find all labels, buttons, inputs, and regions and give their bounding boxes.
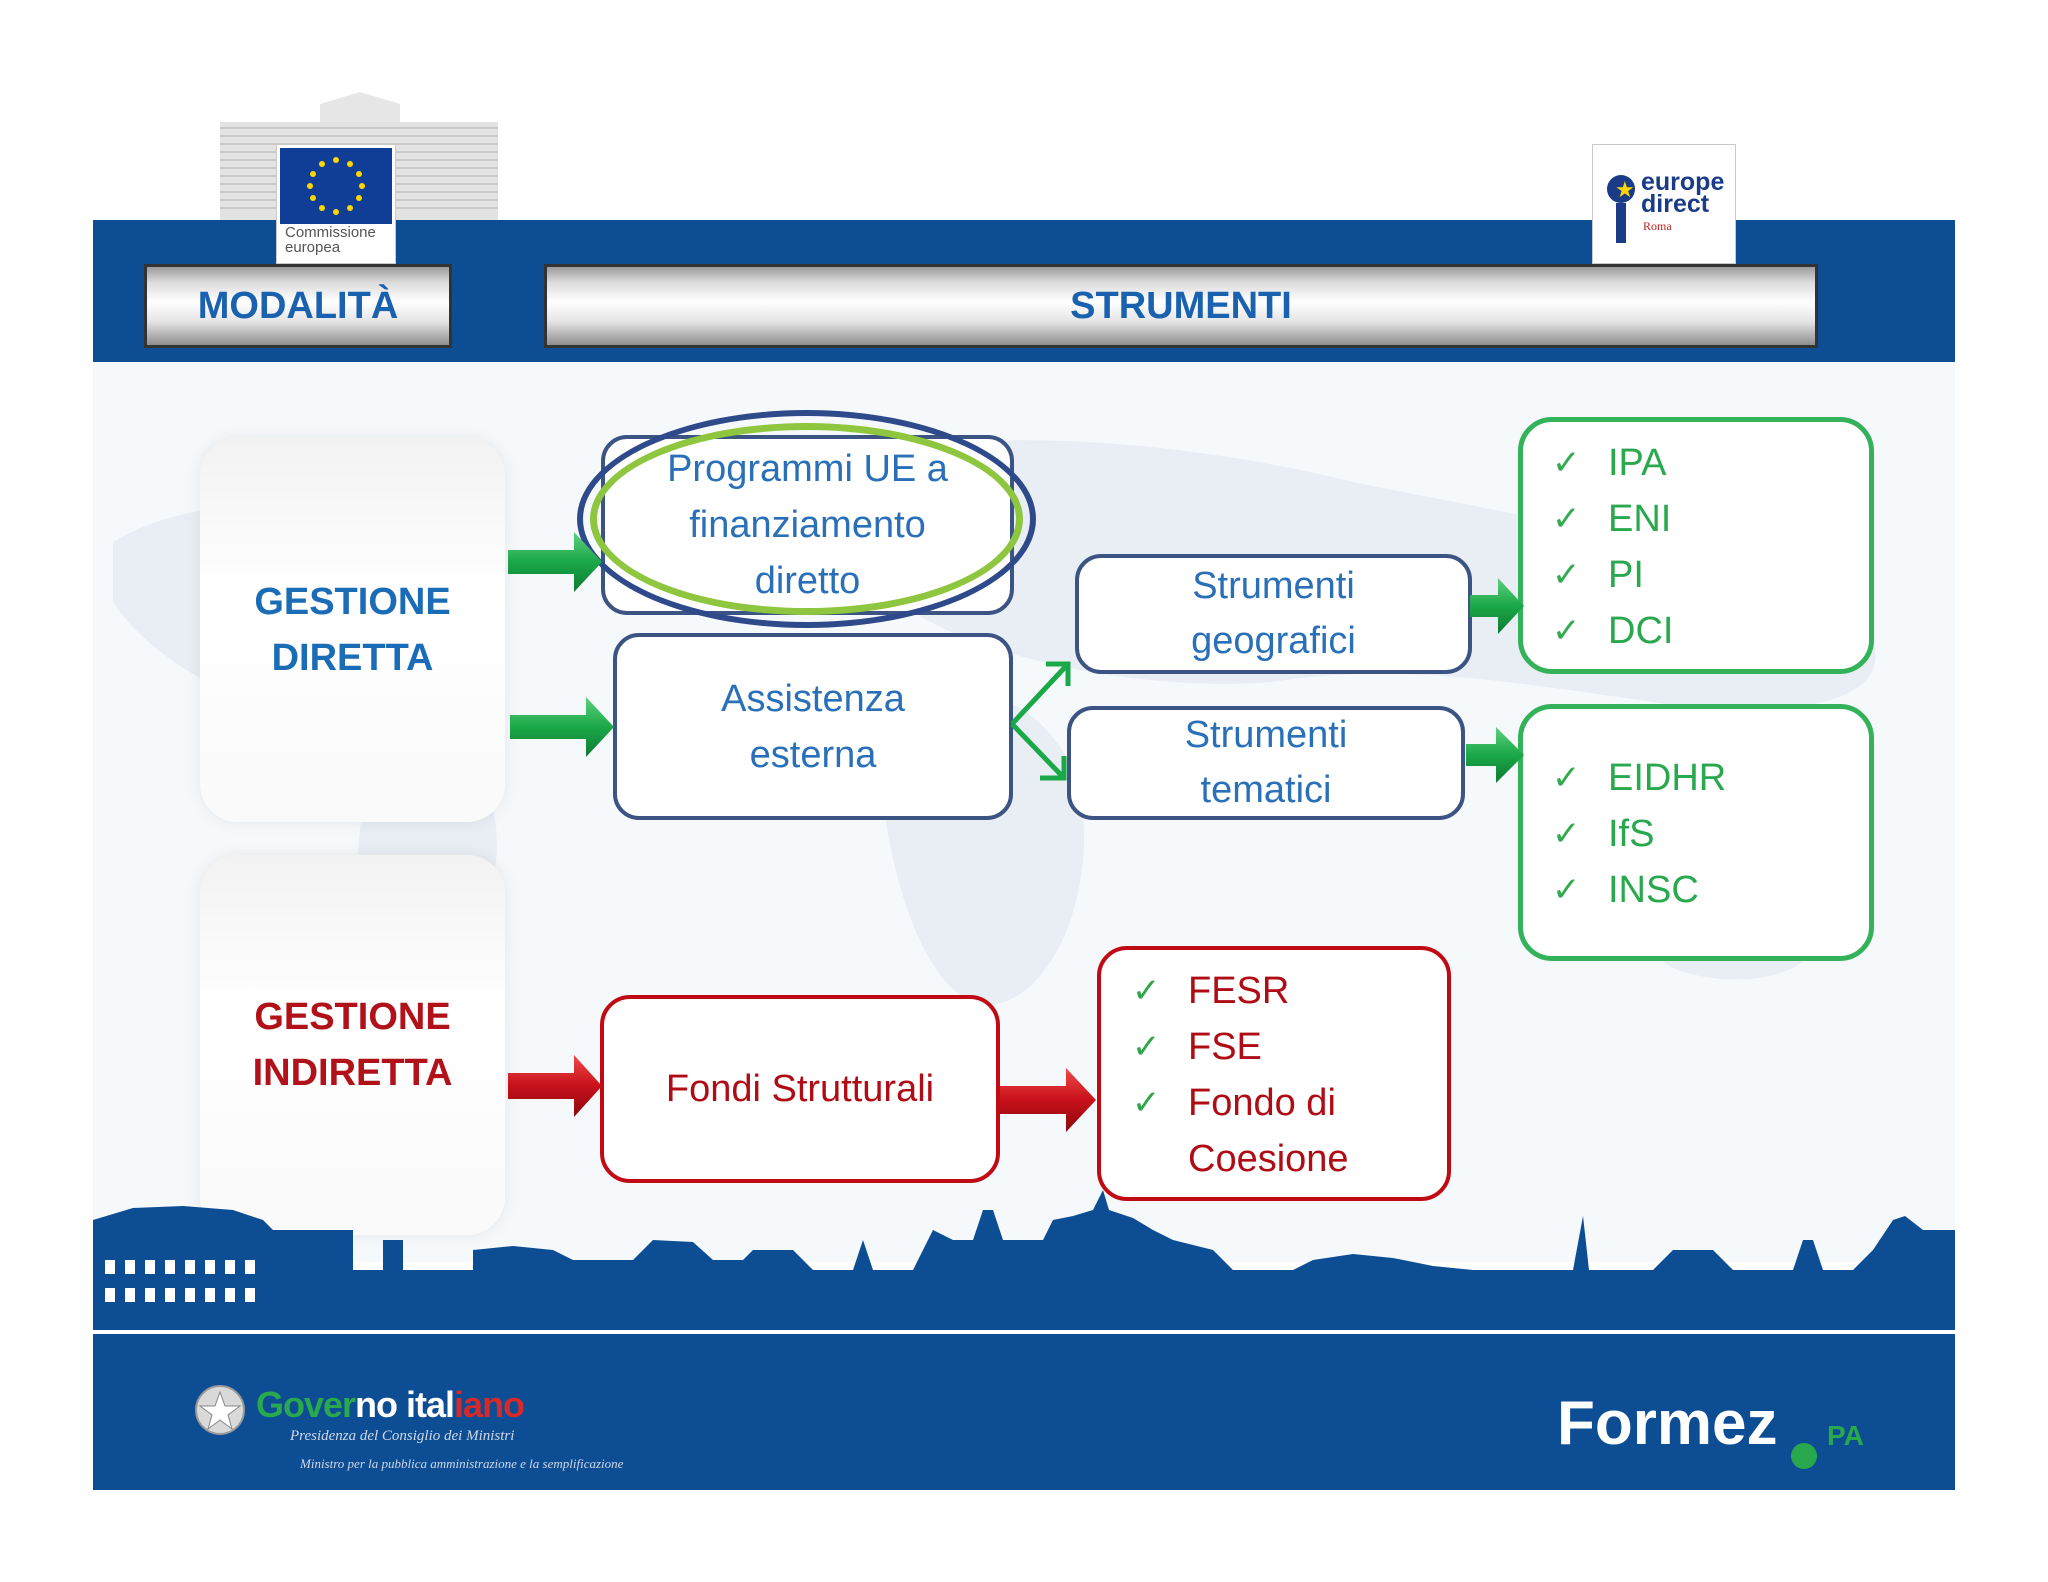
italian-emblem-icon — [195, 1385, 245, 1435]
list-item: ✓INSC — [1552, 862, 1726, 918]
list-item: ✓IfS — [1552, 806, 1726, 862]
arrow-geo-list — [1470, 578, 1524, 634]
gestione-indiretta-tile: GESTIONE INDIRETTA — [200, 855, 505, 1235]
tematici-list-box — [1518, 704, 1874, 961]
check-icon: ✓ — [1552, 759, 1581, 797]
strumenti-tematici-label: Strumenti tematici — [1184, 714, 1348, 811]
fondi-strutturali-box: Fondi Strutturali — [600, 995, 1000, 1183]
gestione-indiretta-label: GESTIONE INDIRETTA — [252, 996, 453, 1094]
formez-pa-text: PA — [1827, 1420, 1864, 1451]
check-icon: ✓ — [1552, 871, 1581, 909]
eu-logo-text: Commissione europea — [285, 224, 376, 256]
list-item: ✓FSE — [1132, 1019, 1432, 1075]
svg-text:★: ★ — [1615, 178, 1635, 203]
check-icon: ✓ — [1552, 612, 1581, 650]
footer-band — [93, 1343, 1955, 1490]
europe-direct-mark-icon: ★ — [1607, 175, 1635, 243]
arrow-indiretta-fondi — [508, 1055, 602, 1117]
highlight-oval-inner — [590, 423, 1023, 615]
fondi-list: ✓FESR ✓FSE ✓Fondo di Coesione — [1132, 963, 1432, 1187]
arrow-fondi-list — [1000, 1068, 1096, 1132]
gestione-diretta-label: GESTIONE DIRETTA — [254, 581, 451, 679]
assistenza-box: Assistenza esterna — [613, 633, 1013, 820]
eu-commission-logo: Commissione europea — [276, 144, 396, 264]
highlight-oval — [577, 410, 1036, 628]
formez-dot-icon — [1791, 1443, 1817, 1469]
europe-direct-logo: ★ europe direct Roma — [1592, 144, 1736, 264]
list-item: ✓DCI — [1552, 603, 1673, 659]
tab-strumenti: STRUMENTI — [544, 264, 1818, 348]
list-item: ✓EIDHR — [1552, 750, 1726, 806]
europe-direct-city: Roma — [1643, 219, 1672, 233]
check-icon: ✓ — [1552, 815, 1581, 853]
strumenti-geografici-box: Strumenti geografici — [1075, 554, 1472, 674]
governo-italiano-title: Governo italiano — [256, 1384, 525, 1425]
check-icon: ✓ — [1132, 1084, 1161, 1122]
fondi-list-box — [1097, 946, 1451, 1201]
list-item: ✓ENI — [1552, 491, 1673, 547]
rome-skyline-graphic — [93, 1190, 1955, 1345]
geografici-list: ✓IPA ✓ENI ✓PI ✓DCI — [1552, 435, 1673, 659]
eu-flag-icon — [280, 148, 392, 224]
arrow-diretta-assistenza — [510, 697, 614, 757]
tematici-list: ✓EIDHR ✓IfS ✓INSC — [1552, 750, 1726, 918]
assistenza-label: Assistenza esterna — [721, 677, 905, 776]
list-item: ✓FESR — [1132, 963, 1432, 1019]
check-icon: ✓ — [1552, 444, 1581, 482]
check-icon: ✓ — [1132, 972, 1161, 1010]
strumenti-geografici-label: Strumenti geografici — [1191, 565, 1356, 662]
list-item: ✓Fondo di Coesione — [1132, 1075, 1432, 1187]
europe-direct-text: europe direct — [1641, 168, 1725, 218]
arrow-diretta-programmi — [508, 532, 602, 592]
formez-logo-text: Formez — [1557, 1389, 1778, 1458]
arrow-branch — [1010, 661, 1071, 781]
governo-subtitle-2: Ministro per la pubblica amministrazione… — [300, 1456, 624, 1471]
arrow-tem-list — [1466, 727, 1524, 783]
check-icon: ✓ — [1132, 1028, 1161, 1066]
governo-subtitle-1: Presidenza del Consiglio dei Ministri — [290, 1428, 515, 1444]
gestione-diretta-tile: GESTIONE DIRETTA — [200, 438, 505, 822]
fondi-strutturali-label: Fondi Strutturali — [665, 1068, 935, 1110]
check-icon: ✓ — [1552, 500, 1581, 538]
geografici-list-box — [1518, 417, 1874, 674]
list-item: ✓PI — [1552, 547, 1673, 603]
tab-modalita: MODALITÀ — [144, 264, 452, 348]
check-icon: ✓ — [1552, 556, 1581, 594]
list-item: ✓IPA — [1552, 435, 1673, 491]
strumenti-tematici-box: Strumenti tematici — [1067, 706, 1465, 820]
